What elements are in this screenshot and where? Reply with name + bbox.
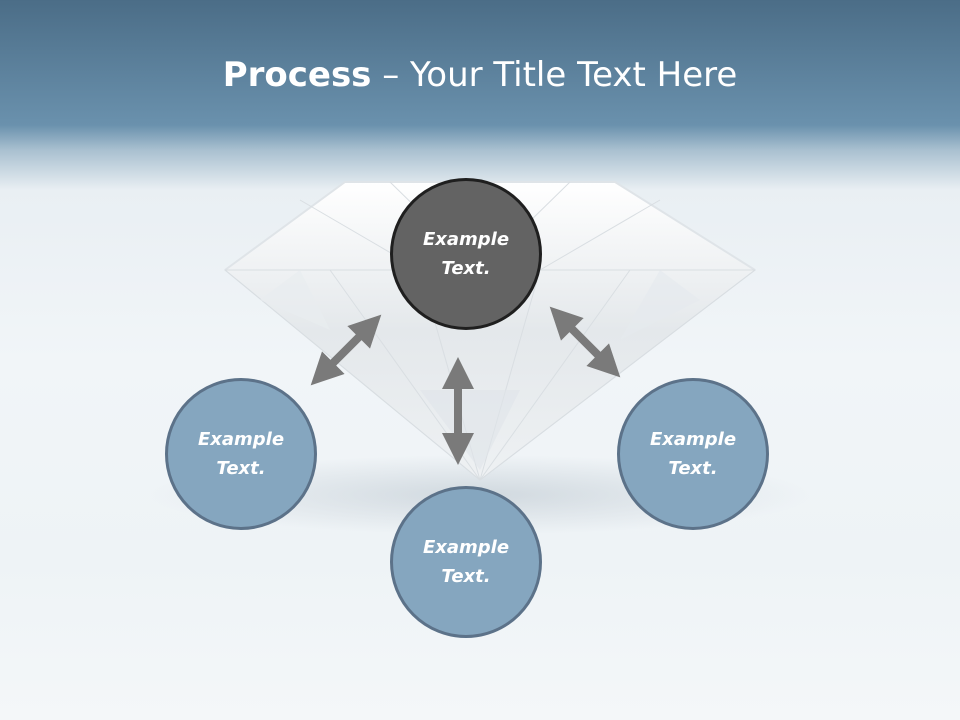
- double-arrow-right: [549, 306, 621, 378]
- node-top[interactable]: Example Text.: [390, 178, 542, 330]
- node-bottom-text: Example Text.: [422, 537, 510, 587]
- node-top-text: Example Text.: [422, 229, 510, 279]
- node-left[interactable]: Example Text.: [165, 378, 317, 530]
- node-bottom[interactable]: Example Text.: [390, 486, 542, 638]
- double-arrow-left: [310, 314, 382, 386]
- node-right-text: Example Text.: [649, 429, 737, 479]
- slide-title: Process – Your Title Text Here: [0, 52, 960, 98]
- node-right[interactable]: Example Text.: [617, 378, 769, 530]
- node-left-text: Example Text.: [197, 429, 285, 479]
- title-bold: Process: [222, 55, 372, 95]
- title-rest: – Your Title Text Here: [371, 55, 738, 95]
